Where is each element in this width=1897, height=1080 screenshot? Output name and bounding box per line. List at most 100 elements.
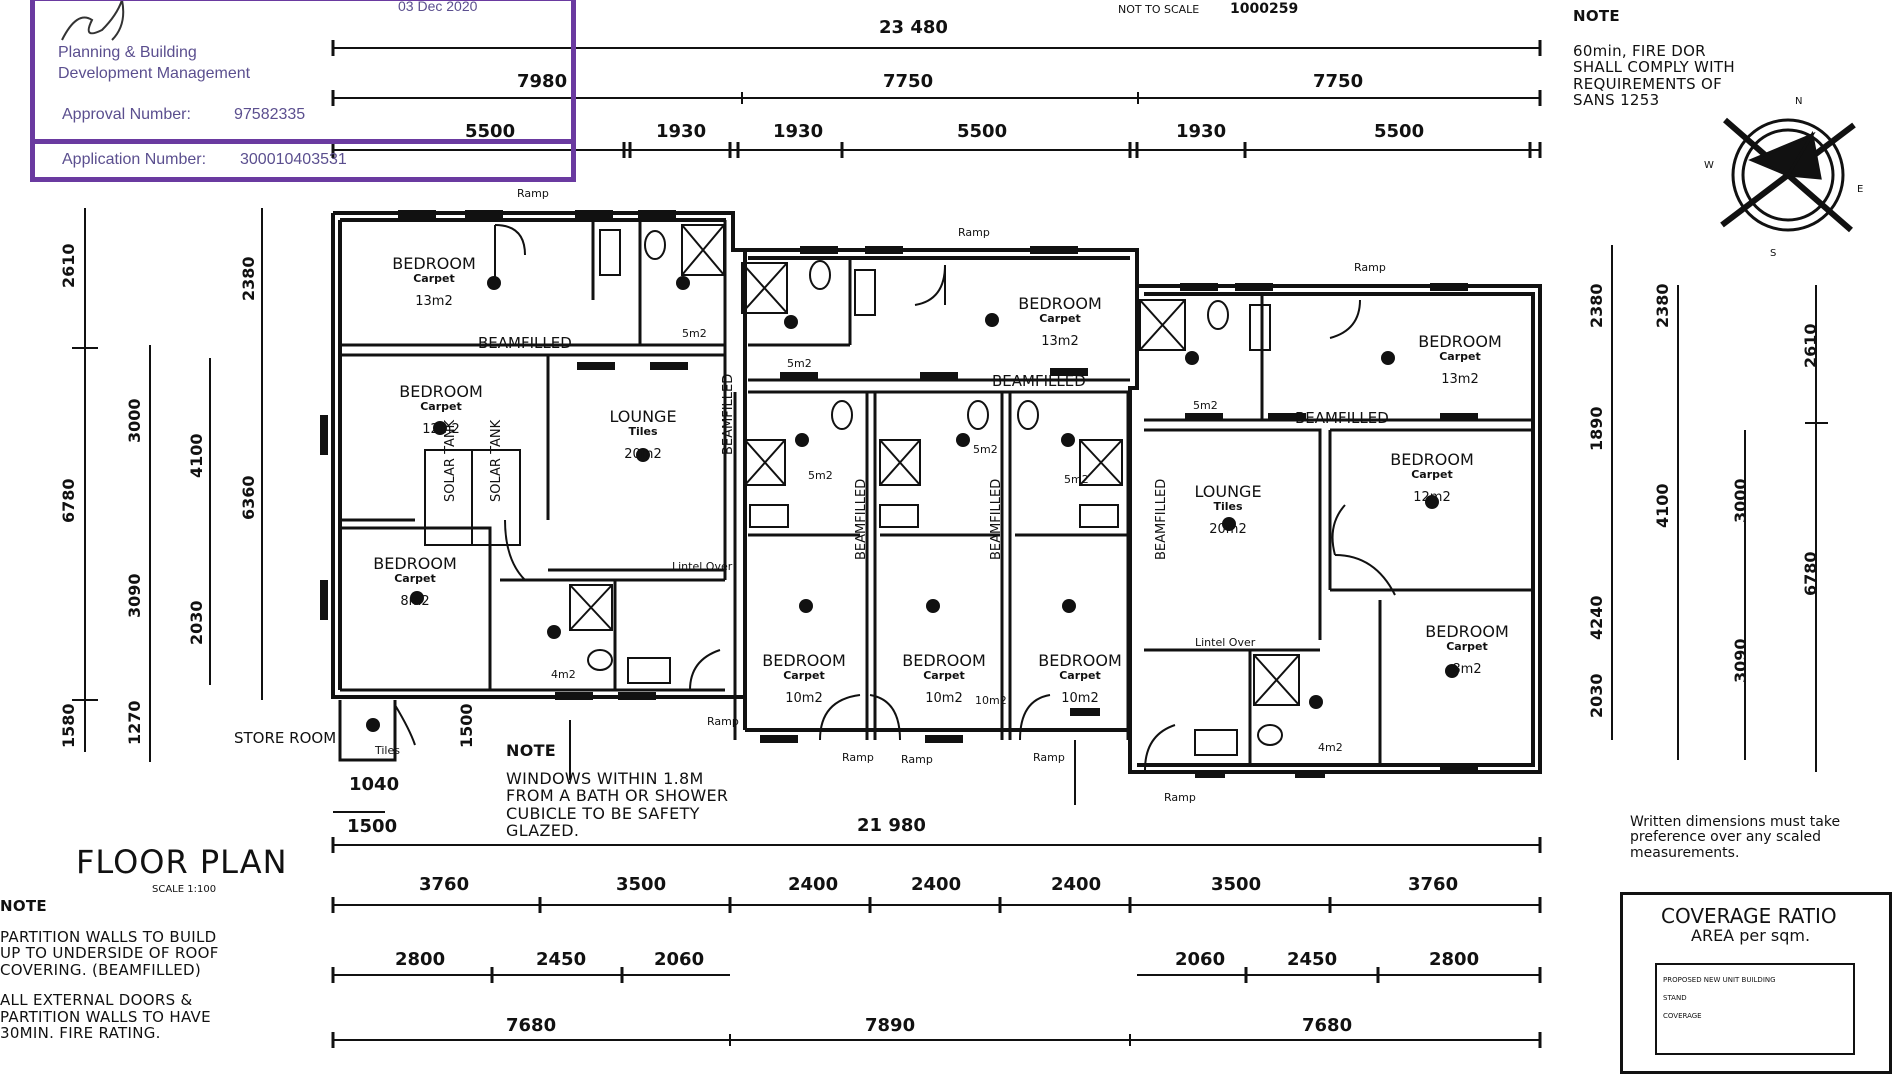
annotation-label: Lintel Over [1195, 636, 1256, 649]
dimension-label: 2030 [1587, 673, 1606, 718]
annotation-label: Tiles [375, 744, 400, 757]
fire-door-note: NOTE 60min, FIRE DOR SHALL COMPLY WITH R… [1573, 7, 1735, 109]
room-area: 8m2 [1452, 661, 1482, 677]
coverage-row: PROPOSED NEW UNIT BUILDING [1663, 976, 1776, 984]
room-area: 13m2 [1041, 333, 1079, 349]
dimension-label: 2380 [239, 256, 258, 301]
dimension-label: 3090 [1731, 638, 1750, 683]
stamp-dept-line2: Development Management [58, 65, 251, 82]
dimension-ticks [331, 40, 1542, 1048]
dimension-label: 2400 [1051, 874, 1102, 895]
dimension-label: 1930 [1176, 121, 1227, 142]
not-to-scale-label: NOT TO SCALE [1118, 3, 1200, 16]
room-area: 20m2 [624, 446, 662, 462]
compass-west: W [1704, 160, 1714, 171]
dimension-label: 2610 [59, 243, 78, 288]
room-finish: Carpet [1411, 467, 1453, 481]
dimension-label: 3760 [419, 874, 470, 895]
dimension-label: 4100 [187, 433, 206, 478]
dimension-label: 6360 [239, 475, 258, 520]
room-finish: Carpet [394, 571, 436, 585]
annotation-label: 5m2 [682, 327, 707, 340]
room-finish: Carpet [413, 271, 455, 285]
coverage-row: COVERAGE [1663, 1012, 1702, 1020]
dimension-label: 2030 [187, 600, 206, 645]
dimension-label: 6780 [1801, 551, 1820, 596]
dimension-label: 1580 [59, 703, 78, 748]
annotation-label: Ramp [842, 751, 874, 764]
vertical-label: BEAMFILLED [854, 478, 869, 560]
room-area: 13m2 [1441, 371, 1479, 387]
dimension-label: 7890 [865, 1015, 916, 1036]
compass [1720, 117, 1856, 233]
door-swings [394, 224, 1396, 805]
application-number: 300010403531 [240, 151, 347, 168]
dimension-label: 7750 [883, 71, 934, 92]
annotation-label: 4m2 [1318, 741, 1343, 754]
dimension-label: 2380 [1653, 283, 1672, 328]
dimension-label: 2800 [395, 949, 446, 970]
dimension-label: 5500 [957, 121, 1008, 142]
dimension-label: 1040 [349, 774, 400, 795]
room-name: BEDROOM [1390, 450, 1474, 469]
room-name: BEDROOM [373, 554, 457, 573]
annotation-label: 5m2 [787, 357, 812, 370]
room-area: 20m2 [1209, 521, 1247, 537]
dimension-label: 1930 [773, 121, 824, 142]
dimension-label: 2450 [1287, 949, 1338, 970]
vertical-label: BEAMFILLED [989, 478, 1004, 560]
annotation-label: 10m2 [975, 694, 1007, 707]
windows-note: NOTE WINDOWS WITHIN 1.8M FROM A BATH OR … [506, 741, 729, 841]
dimension-label: 1270 [125, 700, 144, 745]
dimension-label: 3000 [125, 398, 144, 443]
dimension-label: 21 980 [857, 815, 926, 836]
room-finish: Carpet [783, 668, 825, 682]
stamp-divider [30, 139, 576, 144]
room-name: BEDROOM [1038, 651, 1122, 670]
room-area: 10m2 [1061, 690, 1099, 706]
room-name: BEDROOM [392, 254, 476, 273]
dimension-label: 3500 [616, 874, 667, 895]
dimension-label: 2380 [1587, 283, 1606, 328]
dimension-label: 2450 [536, 949, 587, 970]
dimension-label: 7680 [506, 1015, 557, 1036]
coverage-subtitle: AREA per sqm. [1691, 926, 1811, 945]
dimension-label: 3090 [125, 573, 144, 618]
room-area: 10m2 [785, 690, 823, 706]
annotation-label: 4m2 [551, 668, 576, 681]
room-name: LOUNGE [1194, 482, 1262, 501]
annotation-label: Ramp [958, 226, 990, 239]
stamp-dept-line1: Planning & Building [58, 44, 197, 61]
room-finish: Carpet [1059, 668, 1101, 682]
dimension-label: 7680 [1302, 1015, 1353, 1036]
room-name: BEDROOM [1418, 332, 1502, 351]
room-finish: Carpet [1439, 349, 1481, 363]
annotation-label: BEAMFILLED [1295, 409, 1389, 427]
annotation-label: Lintel Over [672, 560, 733, 573]
annotation-label: BEAMFILLED [478, 334, 572, 352]
dimension-label: 4100 [1653, 483, 1672, 528]
annotation-label: 5m2 [1064, 473, 1089, 486]
windows [320, 210, 1478, 778]
approval-label: Approval Number: [62, 106, 191, 123]
annotation-label: BEAMFILLED [992, 372, 1086, 390]
drawing-scale: SCALE 1:100 [152, 884, 217, 895]
written-dimensions-note: Written dimensions must take preference … [1630, 814, 1841, 861]
dimension-lines [72, 47, 1828, 1046]
drawing-title: FLOOR PLAN [76, 843, 288, 881]
fixtures [424, 224, 1300, 756]
dimension-label: 6780 [59, 478, 78, 523]
partition-note: NOTE PARTITION WALLS TO BUILD UP TO UNDE… [0, 897, 219, 1042]
signature [61, 0, 125, 41]
room-finish: Tiles [1213, 499, 1243, 513]
room-area: 10m2 [925, 690, 963, 706]
compass-south: S [1770, 248, 1777, 259]
annotation-label: Ramp [1354, 261, 1386, 274]
dimension-label: 1890 [1587, 406, 1606, 451]
